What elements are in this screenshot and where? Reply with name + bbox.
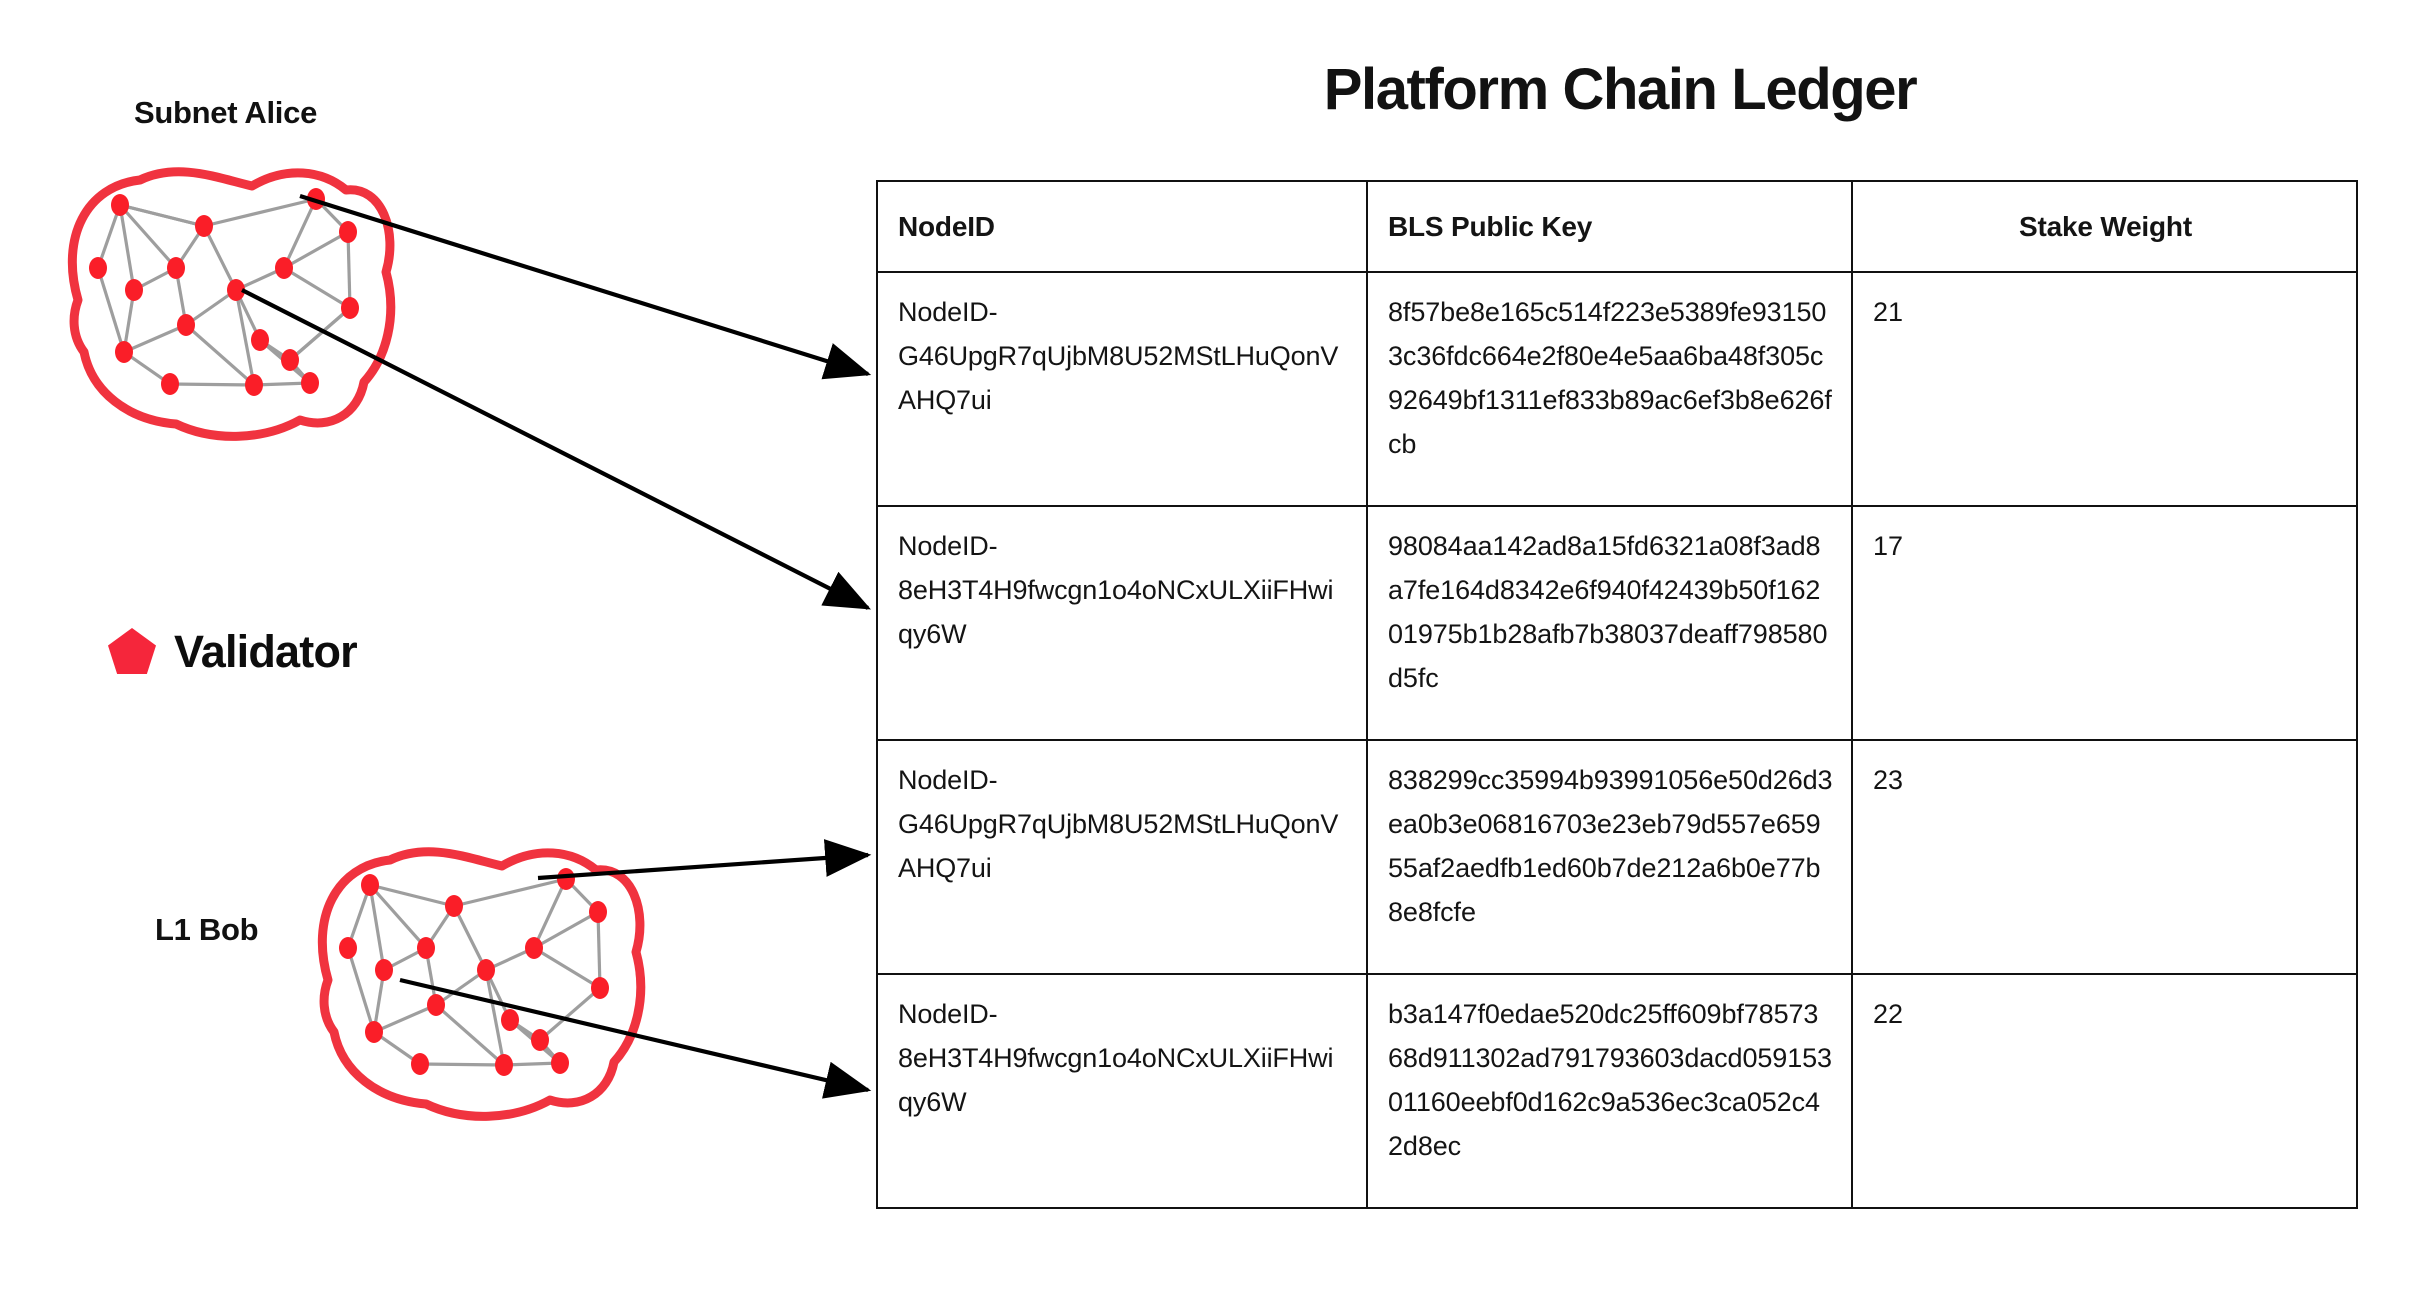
validator-node xyxy=(495,1054,513,1076)
subnet-alice-group xyxy=(67,167,396,441)
arrow-alice-to-row1 xyxy=(299,193,872,380)
table-header-row: NodeID BLS Public Key Stake Weight xyxy=(876,179,2358,274)
cell-nodeid: NodeID-8eH3T4H9fwcgn1o4oNCxULXiiFHwiqy6W xyxy=(876,505,1368,742)
validator-node xyxy=(361,874,379,896)
validator-node xyxy=(427,994,445,1016)
l1-bob-nodes xyxy=(339,868,609,1076)
validator-node xyxy=(591,977,609,999)
validator-legend: Validator xyxy=(108,625,358,677)
cell-stake-weight: 23 xyxy=(1851,739,2358,976)
validator-node xyxy=(339,937,357,959)
validator-node xyxy=(477,959,495,981)
cell-nodeid: NodeID-8eH3T4H9fwcgn1o4oNCxULXiiFHwiqy6W xyxy=(876,973,1368,1210)
subnet-alice-edges xyxy=(96,197,352,387)
column-header-stake: Stake Weight xyxy=(1851,179,2358,274)
validator-node xyxy=(375,959,393,981)
validator-node xyxy=(301,372,319,394)
table-row: NodeID-G46UpgR7qUjbM8U52MStLHuQonVAHQ7ui… xyxy=(876,271,2358,508)
validator-node xyxy=(251,329,269,351)
cell-bls-public-key: 838299cc35994b93991056e50d26d3ea0b3e0681… xyxy=(1366,739,1853,976)
cell-stake-weight: 17 xyxy=(1851,505,2358,742)
cell-bls-public-key: b3a147f0edae520dc25ff609bf7857368d911302… xyxy=(1366,973,1853,1210)
validator-node xyxy=(115,341,133,363)
validator-node xyxy=(125,279,143,301)
validator-node xyxy=(557,868,575,890)
validator-node xyxy=(589,901,607,923)
subnet-alice-label: Subnet Alice xyxy=(134,95,318,130)
validator-node xyxy=(167,257,185,279)
arrow-alice-to-row2 xyxy=(241,288,871,610)
column-header-nodeid: NodeID xyxy=(876,179,1368,274)
arrow-bob-to-row3 xyxy=(537,839,872,881)
arrow-bob-to-row4 xyxy=(399,977,872,1099)
validator-node xyxy=(525,937,543,959)
pentagon-icon xyxy=(108,628,156,674)
validator-node xyxy=(339,221,357,243)
validator-node xyxy=(275,257,293,279)
validator-node xyxy=(111,194,129,216)
page-title: Platform Chain Ledger xyxy=(1323,57,1918,122)
validator-node xyxy=(177,314,195,336)
cell-stake-weight: 21 xyxy=(1851,271,2358,508)
validator-node xyxy=(445,895,463,917)
validator-legend-label: Validator xyxy=(174,625,358,677)
table-row: NodeID-8eH3T4H9fwcgn1o4oNCxULXiiFHwiqy6W… xyxy=(876,973,2358,1210)
validator-node xyxy=(341,297,359,319)
subnet-alice-blob-outline xyxy=(67,167,396,441)
table-row: NodeID-8eH3T4H9fwcgn1o4oNCxULXiiFHwiqy6W… xyxy=(876,505,2358,742)
validator-node xyxy=(245,374,263,396)
validator-node xyxy=(365,1021,383,1043)
validator-node xyxy=(227,279,245,301)
validator-node xyxy=(89,257,107,279)
cell-bls-public-key: 98084aa142ad8a15fd6321a08f3ad8a7fe164d83… xyxy=(1366,505,1853,742)
l1-bob-blob-outline xyxy=(317,847,646,1121)
l1-bob-group xyxy=(317,847,646,1121)
validator-node xyxy=(307,188,325,210)
l1-bob-edges xyxy=(346,877,602,1067)
cell-stake-weight: 22 xyxy=(1851,973,2358,1210)
validator-node xyxy=(551,1052,569,1074)
validator-node xyxy=(281,349,299,371)
validator-node xyxy=(195,215,213,237)
cell-bls-public-key: 8f57be8e165c514f223e5389fe931503c36fdc66… xyxy=(1366,271,1853,508)
l1-bob-label: L1 Bob xyxy=(155,912,259,947)
validator-node xyxy=(531,1029,549,1051)
validator-node xyxy=(161,373,179,395)
validator-node xyxy=(417,937,435,959)
subnet-alice-nodes xyxy=(89,188,359,396)
table-row: NodeID-G46UpgR7qUjbM8U52MStLHuQonVAHQ7ui… xyxy=(876,739,2358,976)
cell-nodeid: NodeID-G46UpgR7qUjbM8U52MStLHuQonVAHQ7ui xyxy=(876,739,1368,976)
column-header-bls: BLS Public Key xyxy=(1366,179,1853,274)
platform-chain-ledger-table: NodeID BLS Public Key Stake Weight NodeI… xyxy=(876,179,2358,1210)
validator-node xyxy=(501,1009,519,1031)
cell-nodeid: NodeID-G46UpgR7qUjbM8U52MStLHuQonVAHQ7ui xyxy=(876,271,1368,508)
validator-node xyxy=(411,1053,429,1075)
